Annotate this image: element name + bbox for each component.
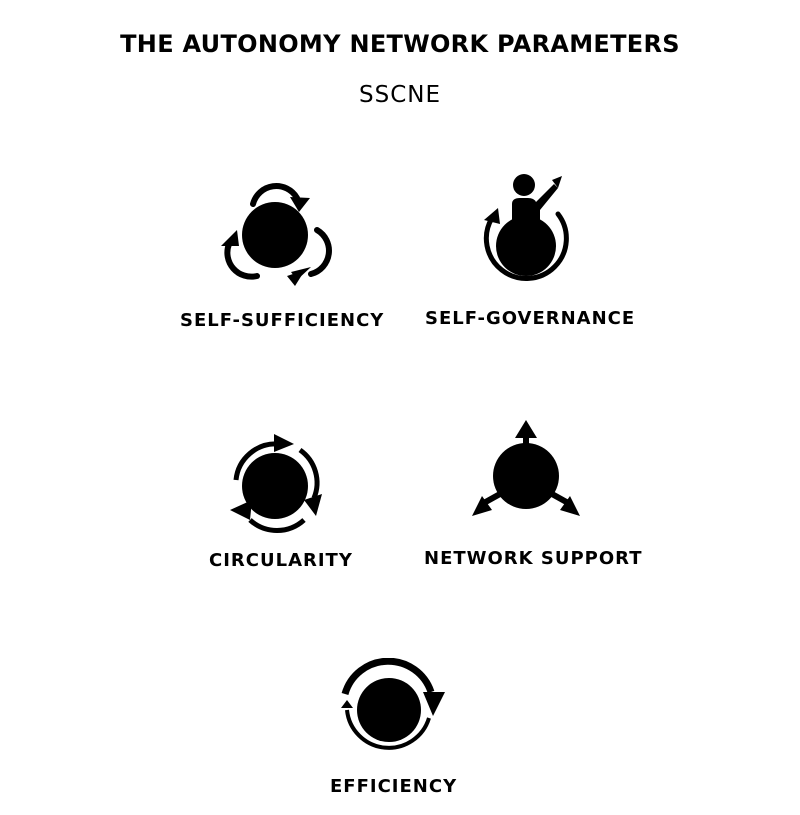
three-cycle-arrows-icon — [221, 183, 332, 286]
three-outward-arrows-icon — [472, 420, 580, 516]
parameter-label: SELF-SUFFICIENCY — [180, 310, 385, 331]
two-cycle-arrows-icon — [341, 658, 445, 750]
page-title: THE AUTONOMY NETWORK PARAMETERS — [120, 30, 680, 58]
circular-arrows-icon — [230, 434, 322, 533]
parameter-label: SELF-GOVERNANCE — [425, 308, 636, 329]
page-subtitle: SSCNE — [359, 82, 441, 108]
parameter-label: EFFICIENCY — [330, 776, 458, 797]
parameter-label: CIRCULARITY — [209, 550, 353, 571]
person-pointing-cycle-icon — [483, 174, 569, 281]
parameter-label: NETWORK SUPPORT — [424, 548, 643, 569]
